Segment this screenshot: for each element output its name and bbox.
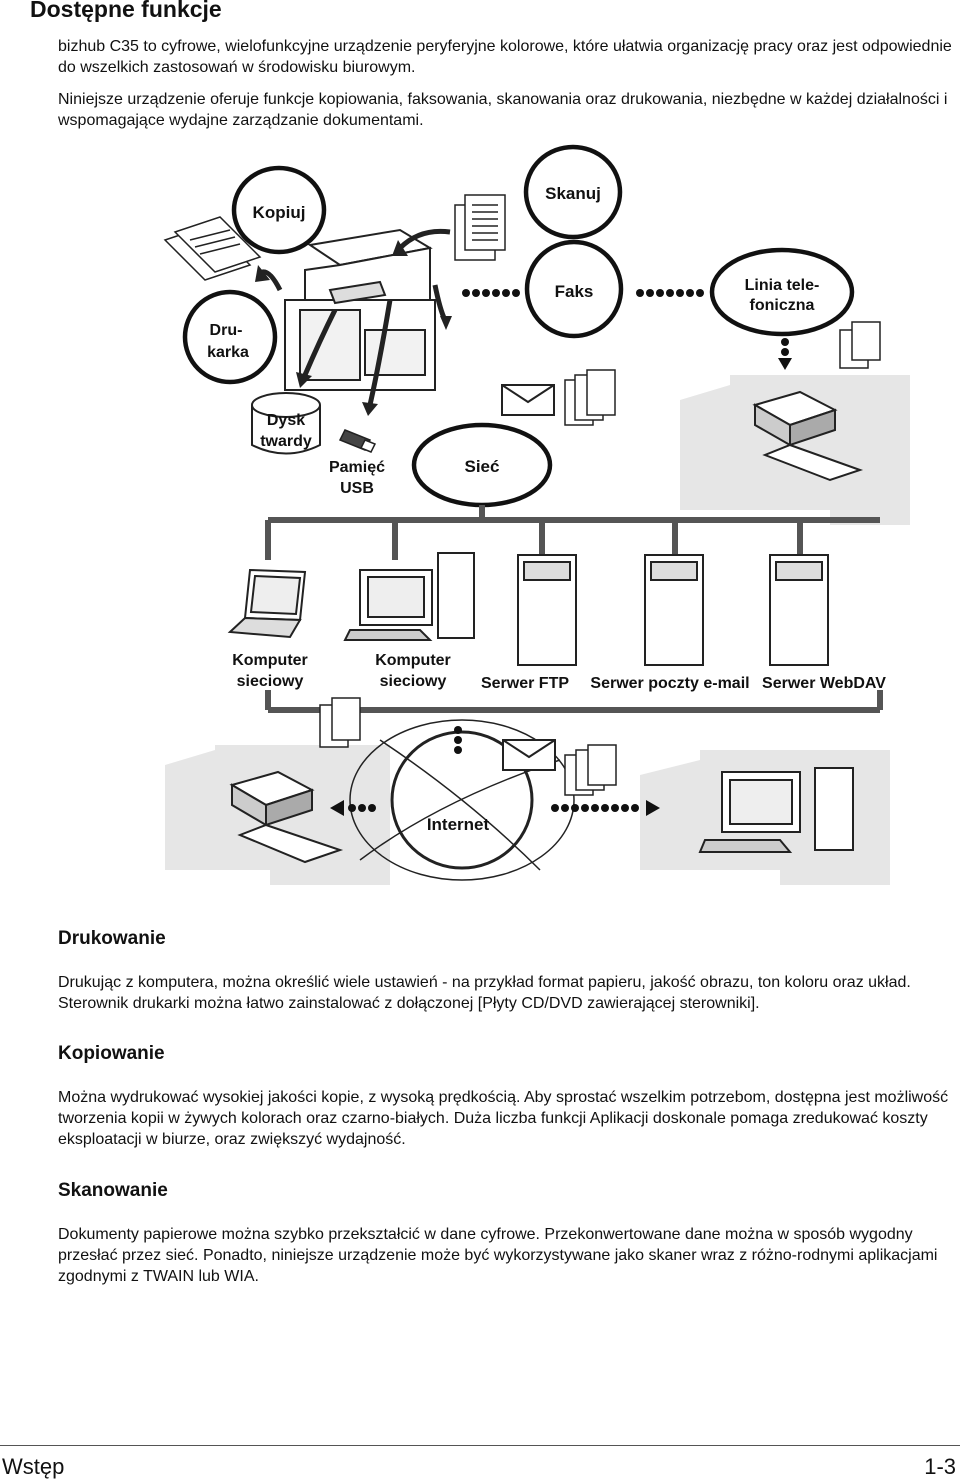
page-title: Dostępne funkcje [30,0,222,22]
laptop-icon [227,568,307,639]
section-text-skanowanie: Dokumenty papierowe można szybko przeksz… [58,1226,938,1285]
document-stack-icon [564,369,616,426]
label-drukarka-2: karka [207,344,249,361]
section-heading-kopiowanie: Kopiowanie [58,1043,165,1064]
label-drukarka-1: Dru- [210,322,243,339]
usb-memory-icon [338,429,377,453]
footer-page-number: 1-3 [924,1454,956,1479]
desktop-computer-icon [343,552,475,641]
label-dysk-2: twardy [260,433,312,450]
section-text-kopiowanie: Można wydrukować wysokiej jakości kopie,… [58,1089,949,1148]
printer-circle [182,289,278,385]
internet-connection-dots [330,726,660,816]
fax-connection-dots [462,289,792,370]
scan-paper-icon [454,194,506,261]
intro-paragraph-2: Niniejsze urządzenie oferuje funkcje kop… [58,91,948,129]
phone-line-circle [709,247,855,337]
email-envelope-icon [501,384,555,416]
remote-computer-icon [698,767,854,853]
left-docs-icon [319,697,361,748]
label-usb-1: Pamięć [329,459,385,476]
label-internet: Internet [427,815,490,834]
functions-diagram: Kopiuj Skanuj Faks Linia tele- foniczna … [163,144,910,885]
label-dysk-1: Dysk [267,412,305,429]
ftp-server-icon [517,554,577,666]
intro-paragraph-1: bizhub C35 to cyfrowe, wielofunkcyjne ur… [58,38,952,76]
arrow-heads [255,240,452,416]
label-usb-2: USB [340,480,374,497]
network-bus-lines [265,505,883,713]
label-kopiuj: Kopiuj [253,203,306,222]
label-komputer-b-1: Komputer [375,652,451,669]
footer-divider [0,1445,960,1446]
scan-circle [523,144,623,240]
section-heading-drukowanie: Drukowanie [58,928,166,949]
label-faks: Faks [555,282,594,301]
phone-docs-icon [839,321,881,369]
footer-chapter: Wstęp [2,1454,65,1479]
label-komputer-b-2: sieciowy [380,673,447,690]
internet-envelope-icon [502,739,556,771]
fax-machine-icon [752,390,864,482]
label-linia-1: Linia tele- [745,277,820,294]
label-linia-2: foniczna [750,297,815,314]
internet-docs-icon [564,744,617,796]
email-server-icon [644,554,704,666]
label-komputer-a-2: sieciowy [237,673,304,690]
label-komputer-a-1: Komputer [232,652,308,669]
fax-circle [524,239,624,339]
label-serwer-webdav: Serwer WebDAV [762,675,886,692]
label-serwer-ftp: Serwer FTP [481,675,569,692]
copy-circle [231,165,327,255]
section-heading-skanowanie: Skanowanie [58,1180,168,1201]
webdav-server-icon [769,554,829,666]
remote-fax-icon [229,770,344,864]
label-siec: Sieć [465,457,500,476]
mfp-printer-icon [284,228,436,391]
label-skanuj: Skanuj [545,184,601,203]
copy-paper-icon [163,216,262,281]
hard-disk-icon [251,392,321,455]
label-serwer-email: Serwer poczty e-mail [590,675,749,692]
section-text-drukowanie: Drukując z komputera, można określić wie… [58,974,911,1012]
